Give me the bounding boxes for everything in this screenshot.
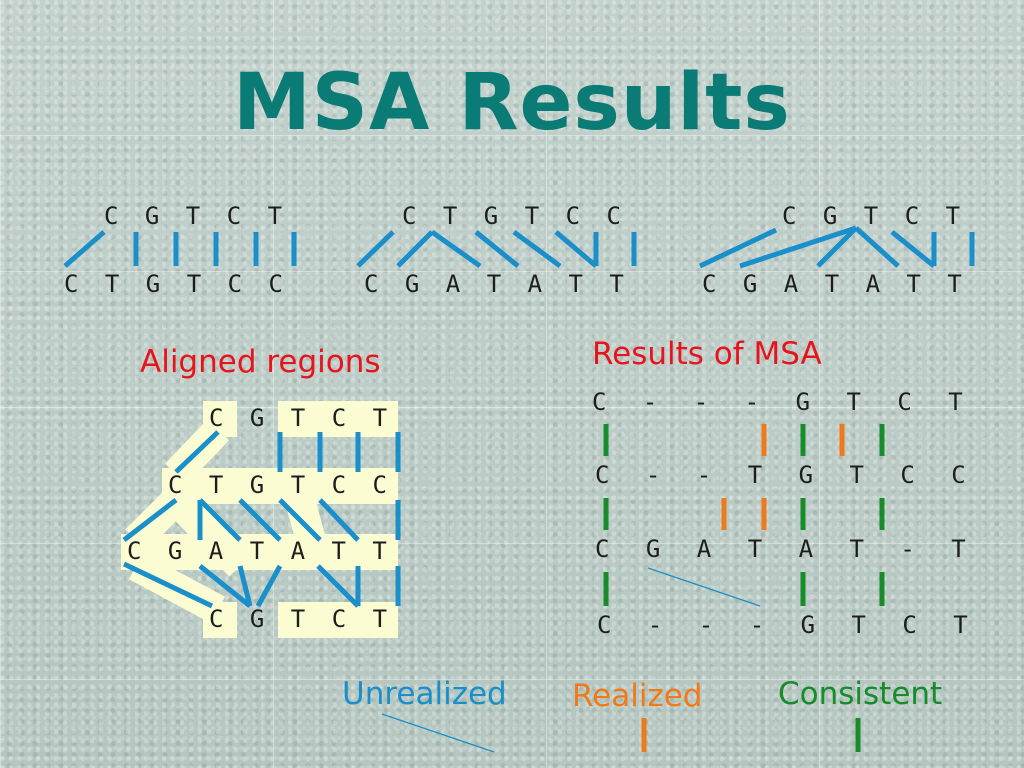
pair1-top-sequence: C G T C T (104, 202, 289, 230)
highlight-region (278, 401, 398, 437)
pair2-top-sequence: C T G T C C (402, 202, 627, 230)
msa-row-2: C - - T G T C C (595, 461, 977, 489)
aligned-row-3: C G A T A T T (127, 537, 393, 565)
legend-realized-label: Realized (572, 678, 703, 714)
page-title: MSA Results (233, 58, 791, 148)
highlight-region (121, 534, 398, 570)
msa-results-label: Results of MSA (592, 336, 822, 372)
aligned-row-2: C T G T C C (168, 471, 393, 499)
msa-row-1: C - - - G T C T (592, 388, 974, 416)
highlight-region (162, 468, 398, 504)
msa-row-3: C G A T A T - T (595, 535, 977, 563)
legend-consistent-label: Consistent (778, 676, 943, 712)
pair3-bottom-sequence: C G A T A T T (702, 270, 968, 298)
aligned-row-1: C G T C T (209, 404, 394, 432)
aligned-regions-label: Aligned regions (140, 344, 381, 380)
pair3-top-sequence: C G T C T (782, 202, 967, 230)
highlight-region (278, 602, 398, 638)
msa-row-4: C - - - G T C T (597, 611, 979, 639)
pair2-bottom-sequence: C G A T A T T (364, 270, 630, 298)
aligned-row-4: C G T C T (209, 605, 394, 633)
legend-unrealized-label: Unrealized (342, 676, 507, 712)
pair1-bottom-sequence: C T G T C C (64, 270, 289, 298)
